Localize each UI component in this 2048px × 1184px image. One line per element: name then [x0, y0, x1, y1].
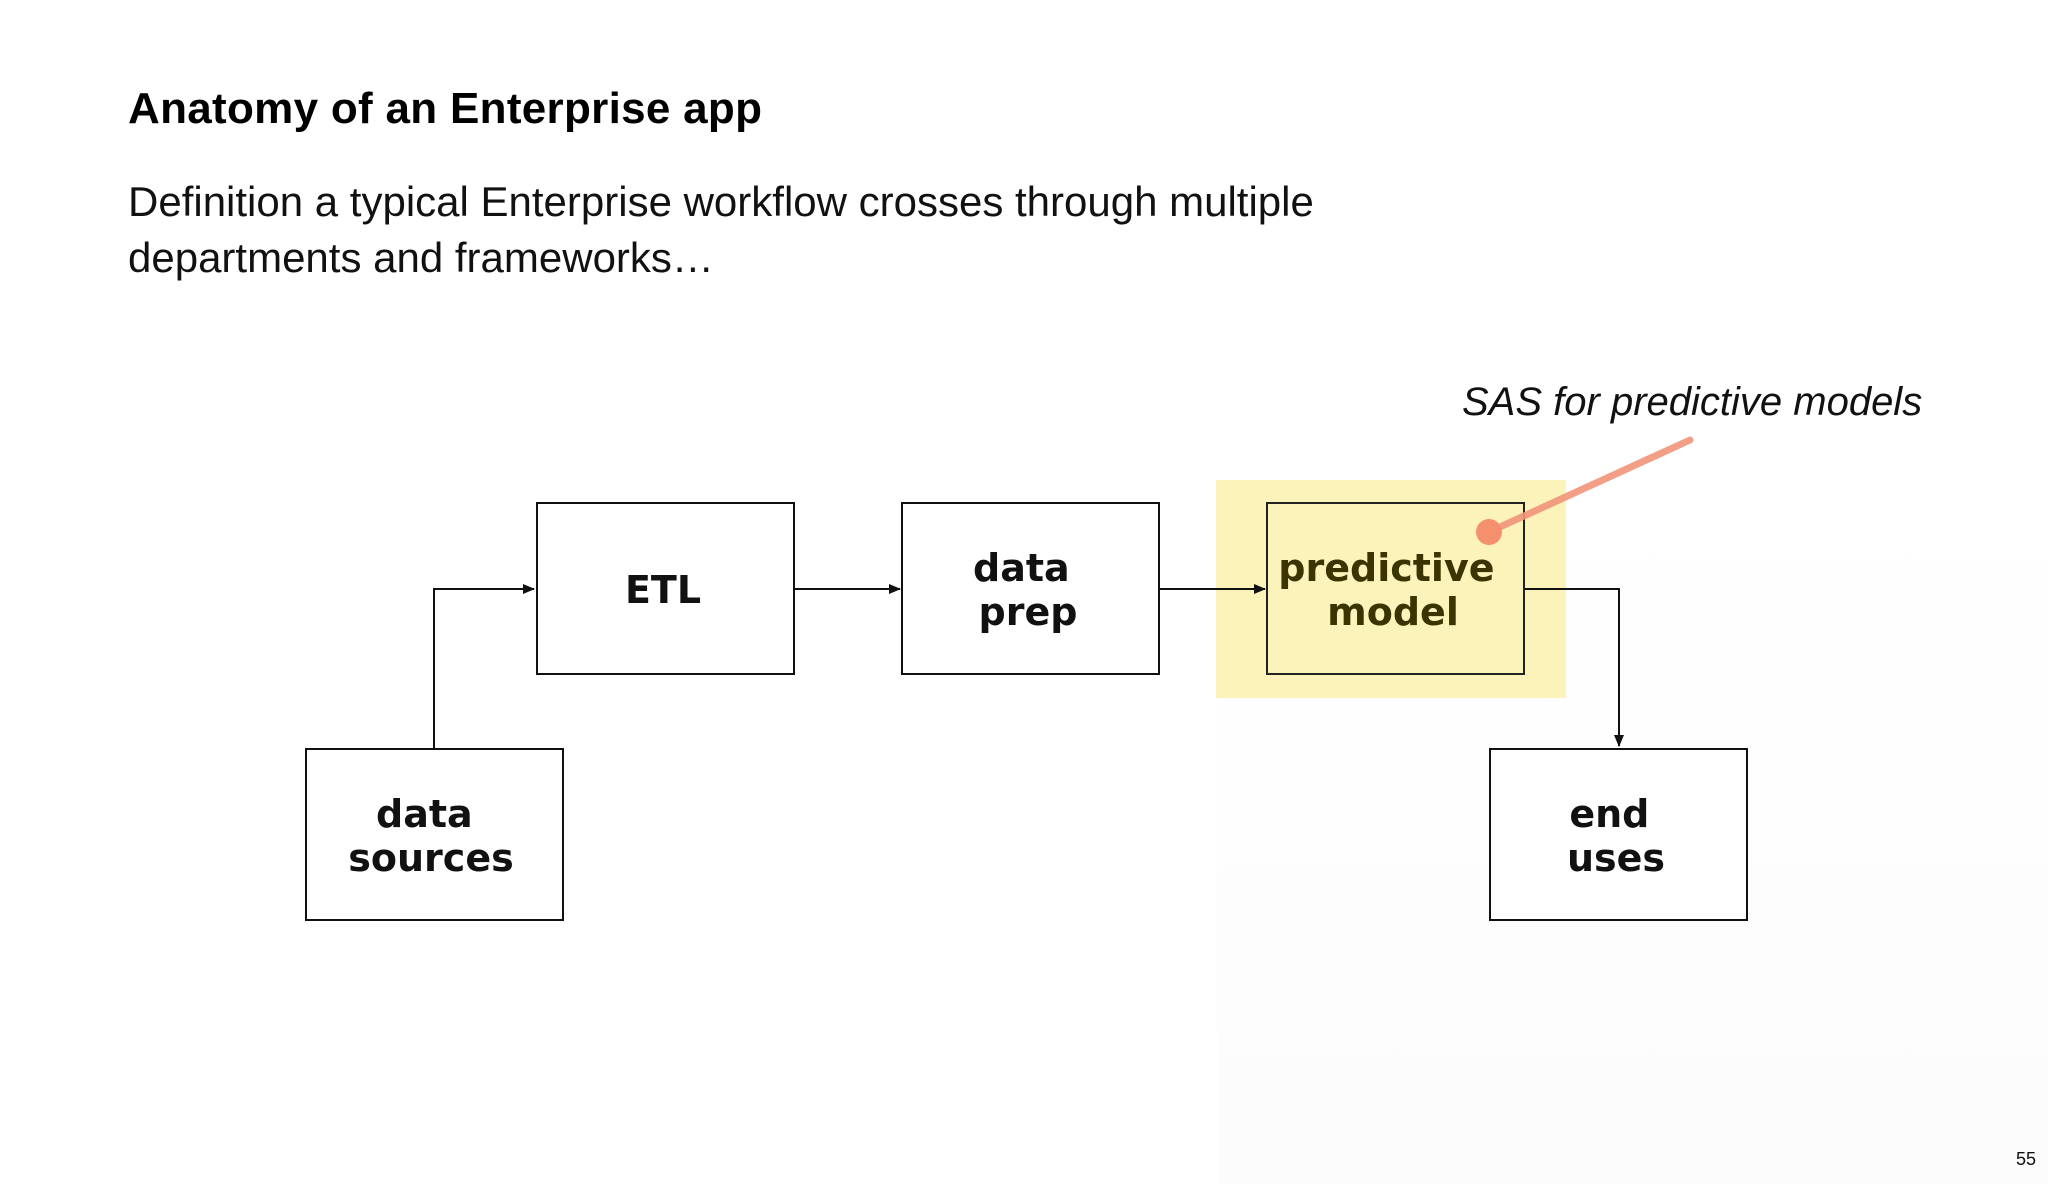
node-data-sources-line1: data	[376, 792, 473, 836]
callout-label: SAS for predictive models	[1462, 380, 1923, 424]
node-predictive-model-line1: predictive	[1278, 546, 1494, 590]
node-etl-label: ETL	[625, 568, 701, 612]
node-data-prep-line2: prep	[979, 590, 1078, 634]
node-predictive-model-line2: model	[1327, 590, 1459, 634]
svg-text:end uses: end uses	[1567, 792, 1665, 880]
slide-title: Anatomy of an Enterprise app	[128, 84, 763, 133]
svg-text:data prep: data prep	[973, 546, 1083, 634]
node-end-uses-line1: end	[1569, 792, 1649, 836]
node-data-prep: data prep	[901, 502, 1160, 675]
node-predictive-model: predictive model	[1266, 502, 1525, 675]
svg-text:data sources: data sources	[348, 792, 513, 880]
node-data-prep-line1: data	[973, 546, 1070, 590]
page-number: 55	[2015, 1149, 2036, 1169]
node-end-uses: end uses	[1489, 748, 1748, 921]
arrow-model-to-end-uses	[1524, 588, 1624, 747]
svg-text:ETL: ETL	[625, 568, 701, 612]
arrow-sources-to-etl	[433, 584, 535, 749]
node-data-sources: data sources	[305, 748, 564, 921]
svg-text:predictive model: predictive model	[1278, 546, 1507, 634]
node-data-sources-line2: sources	[348, 836, 513, 880]
highlight-region	[1216, 480, 1566, 698]
callout-line	[1485, 436, 1694, 536]
node-etl: ETL	[536, 502, 795, 675]
callout-dot	[1476, 519, 1502, 545]
slide-subtitle: Definition a typical Enterprise workflow…	[128, 178, 1314, 281]
node-end-uses-line2: uses	[1567, 836, 1665, 880]
